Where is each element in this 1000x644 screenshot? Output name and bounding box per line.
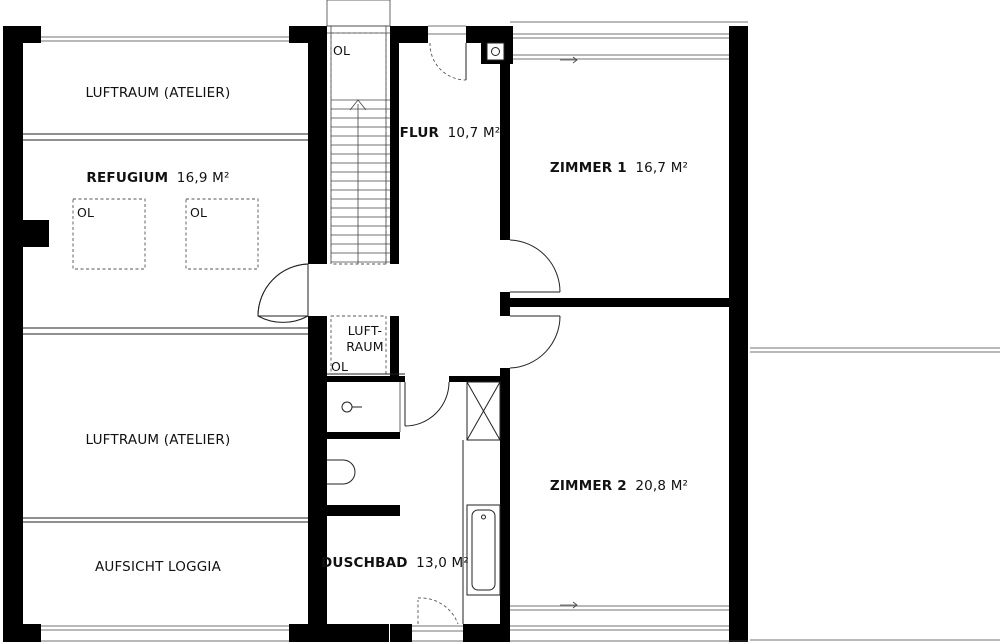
zimmer-walls	[510, 26, 748, 642]
luft-label-line1: LUFT-	[348, 323, 382, 338]
bath-entry-door	[404, 376, 500, 427]
left-block-walls	[3, 26, 327, 642]
stair-area	[326, 0, 391, 265]
stair-treads	[331, 99, 390, 263]
zimmer2-name: ZIMMER 2	[550, 478, 627, 494]
zimmer2-label: ZIMMER 2 20,8 M²	[550, 478, 688, 494]
ol-skylight-2: OL	[190, 205, 207, 220]
zimmer2-area: 20,8 M²	[635, 478, 688, 494]
skylight-1	[72, 198, 146, 270]
skylight-2	[185, 198, 259, 270]
ol-luftraum: OL	[331, 359, 348, 374]
gallery-lines	[23, 133, 308, 523]
left-windows	[41, 36, 289, 642]
luft-label-line2: RAUM	[346, 339, 383, 354]
installation-shaft	[462, 381, 501, 624]
refugium-name: REFUGIUM	[86, 170, 168, 186]
flur-area: 10,7 M²	[448, 125, 501, 141]
zimmer1-window	[510, 21, 748, 64]
sink	[341, 401, 362, 413]
duschbad-area: 13,0 M²	[416, 555, 469, 571]
bath-walls	[327, 382, 510, 642]
zimmer2-window	[510, 601, 748, 642]
refugium-label: REFUGIUM 16,9 M²	[86, 170, 229, 186]
toilet	[327, 459, 356, 485]
stair-arrow	[349, 99, 367, 264]
flur-door-top	[428, 25, 467, 81]
refugium-door	[257, 263, 309, 323]
flur-label: FLUR 10,7 M²	[400, 125, 501, 141]
terrace-lines	[750, 347, 1000, 641]
bathtub	[466, 504, 501, 596]
duschbad-label: DUSCHBAD 13,0 M²	[321, 555, 469, 571]
ol-skylight-1: OL	[77, 205, 94, 220]
zimmer2-door	[509, 315, 561, 369]
flur-walls	[466, 26, 510, 642]
zimmer1-door	[509, 239, 561, 293]
luftraum-bottom-label: LUFTRAUM (ATELIER)	[86, 432, 231, 448]
flur-name: FLUR	[400, 125, 440, 141]
aufsicht-label: AUFSICHT LOGGIA	[95, 559, 222, 575]
zimmer1-name: ZIMMER 1	[550, 160, 627, 176]
stair-flur-wall	[390, 26, 428, 264]
zimmer1-area: 16,7 M²	[635, 160, 688, 176]
luftraum-small	[327, 315, 405, 382]
zimmer1-label: ZIMMER 1 16,7 M²	[550, 160, 688, 176]
ol-stair-top: OL	[333, 43, 350, 58]
duschbad-name: DUSCHBAD	[321, 555, 408, 571]
luftraum-top-label: LUFTRAUM (ATELIER)	[86, 85, 231, 101]
bath-door-bottom	[417, 597, 459, 625]
refugium-area: 16,9 M²	[177, 170, 230, 186]
